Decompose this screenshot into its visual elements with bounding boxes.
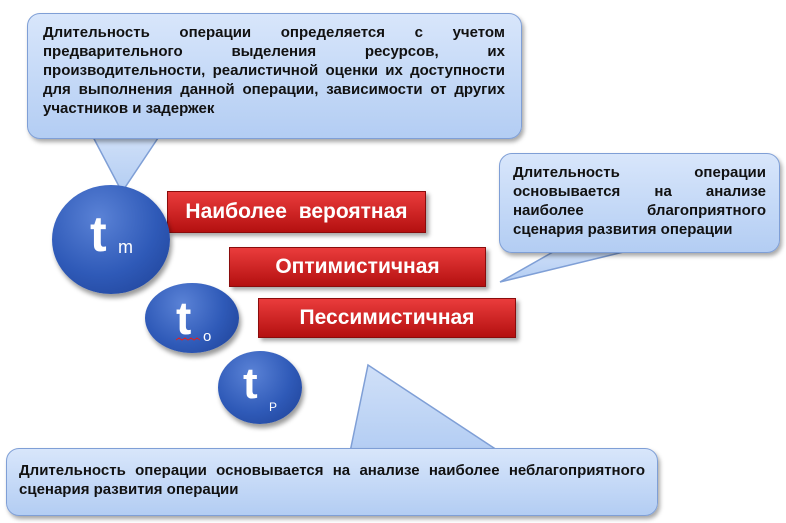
callout-right-text: Длительность операции основывается на ан… [513,164,766,238]
tm-main-letter: t [90,206,107,262]
to-main-letter: t [176,291,200,345]
callout-most-likely-description: Длительность операции определяется с уче… [27,13,522,139]
callout-optimistic-description: Длительность операции основывается на ан… [499,153,780,253]
callout-top-tail [90,134,162,194]
bar-pessimistic: Пессимистичная [258,298,516,338]
to-subscript: o [203,328,212,345]
callout-bottom-text: Длительность операции основывается на ан… [19,462,645,498]
callout-right-tail [499,247,641,283]
callout-pessimistic-description: Длительность операции основывается на ан… [6,448,658,516]
tm-subscript: m [118,237,133,257]
bar-most-likely: Наиболее вероятная [167,191,426,233]
bar-optimistic: Оптимистичная [229,247,486,287]
circle-tp: t P [218,351,302,424]
circle-to: t o [145,283,239,353]
tp-subscript: P [269,400,278,414]
spellcheck-underline [176,337,200,341]
callout-top-text: Длительность операции определяется с уче… [43,24,505,117]
callout-bottom-tail [349,363,503,453]
circle-tm: t m [52,185,170,294]
tp-main-letter: t [243,359,258,408]
